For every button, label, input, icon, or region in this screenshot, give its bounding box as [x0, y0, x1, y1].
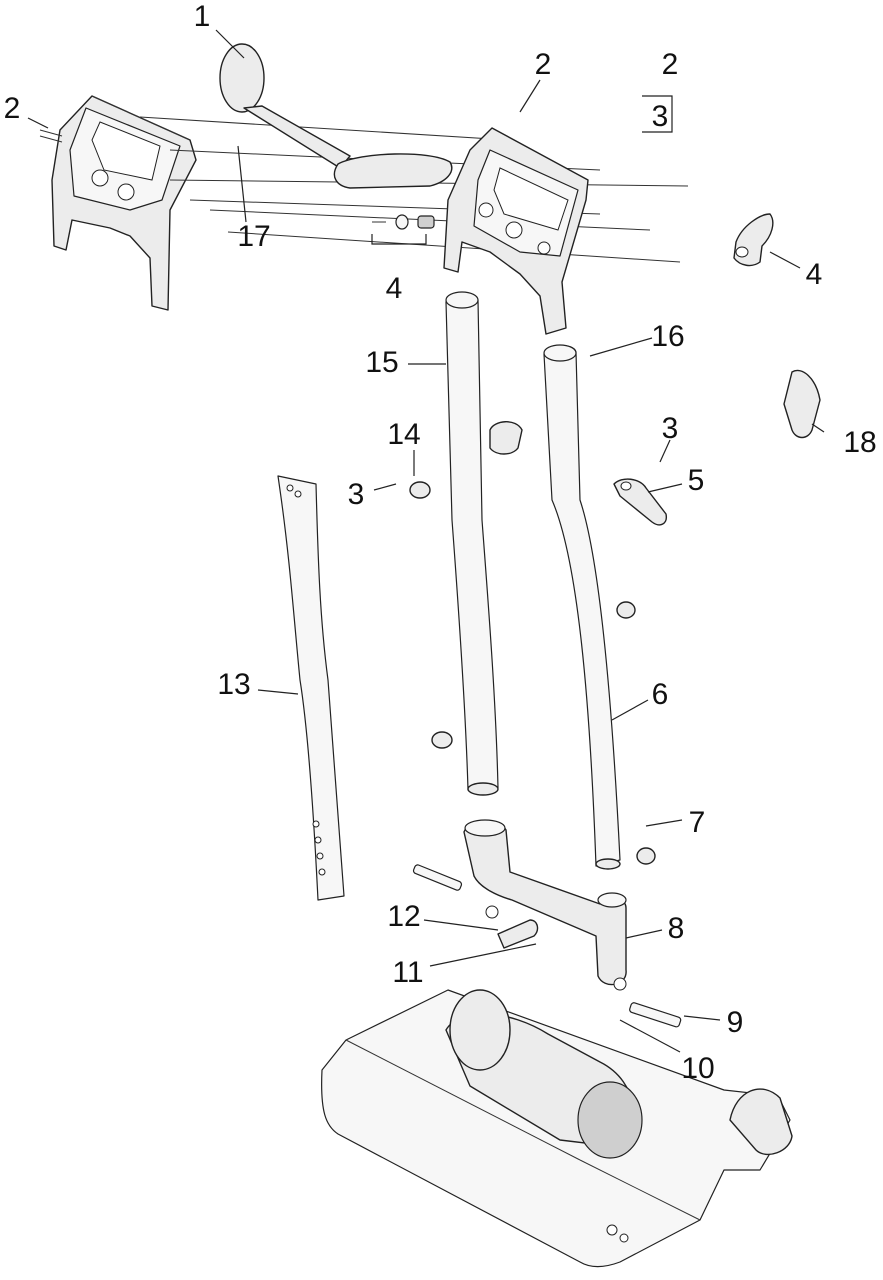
callout-5: 5	[688, 464, 705, 497]
callout-18: 18	[843, 426, 876, 459]
machine-base	[321, 989, 793, 1268]
callout-13: 13	[217, 668, 250, 701]
tube-plug	[409, 481, 656, 865]
spare-lever	[783, 369, 821, 439]
bolt-top	[412, 864, 463, 891]
callout-7: 7	[689, 806, 706, 839]
control-lever	[219, 43, 453, 189]
callout-6: 6	[652, 678, 669, 711]
callout-4-spring: 4	[386, 272, 403, 305]
spring-washer	[372, 214, 435, 230]
fork-bracket	[463, 819, 627, 991]
callout-16: 16	[651, 320, 684, 353]
callout-14: 14	[387, 418, 420, 451]
adjustment-knob	[733, 213, 774, 267]
callout-3-right: 3	[662, 412, 679, 445]
callout-3-top: 3	[652, 100, 669, 133]
plate-12	[497, 919, 539, 949]
callout-15: 15	[365, 346, 398, 379]
callout-12: 12	[387, 900, 420, 933]
bolt-9	[629, 1002, 682, 1028]
callout-4-knob: 4	[806, 258, 823, 291]
callouts: 1 2 2 2 3 3 3 4 4 5 6 7 8 9 10 11 12 13 …	[4, 0, 877, 1085]
callout-2-right: 2	[662, 48, 679, 81]
lower-tube	[543, 344, 621, 870]
callout-17: 17	[237, 220, 270, 253]
callout-2-left: 2	[4, 92, 21, 125]
callout-9: 9	[727, 1006, 744, 1039]
callout-11: 11	[392, 956, 423, 989]
callout-2-top: 2	[535, 48, 552, 81]
support-strap	[277, 475, 345, 901]
callout-3-left: 3	[348, 478, 365, 511]
upper-clamp	[489, 421, 523, 455]
upper-tube	[445, 291, 499, 796]
leader-lines	[27, 29, 825, 1053]
cam-lever	[613, 478, 667, 526]
callout-1: 1	[194, 0, 211, 33]
callout-10: 10	[681, 1052, 714, 1085]
right-handle-half	[443, 127, 589, 335]
callout-8: 8	[668, 912, 685, 945]
left-handle-half	[51, 95, 197, 311]
